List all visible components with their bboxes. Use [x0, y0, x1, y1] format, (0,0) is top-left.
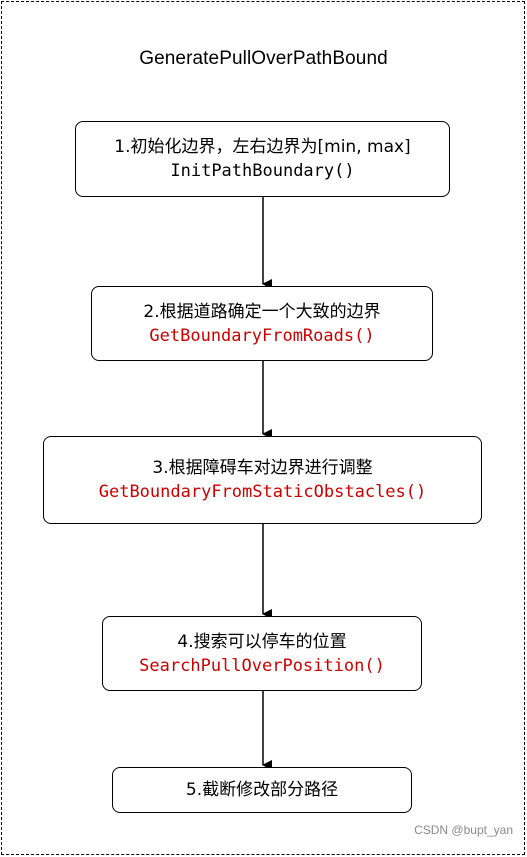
step-3-function: GetBoundaryFromStaticObstacles() [98, 482, 427, 502]
step-1-label: 1.初始化边界，左右边界为[min, max] [114, 137, 411, 157]
watermark: CSDN @bupt_yan [414, 823, 513, 837]
step-1-function: InitPathBoundary() [170, 161, 355, 181]
diagram-title: GeneratePullOverPathBound [139, 48, 388, 69]
step-4-label: 4.搜索可以停车的位置 [177, 631, 347, 652]
step-3-label: 3.根据障碍车对边界进行调整 [152, 458, 373, 478]
step-2-boundary-from-roads: 2.根据道路确定一个大致的边界 GetBoundaryFromRoads() [91, 286, 433, 361]
step-3-boundary-from-obstacles: 3.根据障碍车对边界进行调整 GetBoundaryFromStaticObst… [43, 436, 482, 524]
step-2-function: GetBoundaryFromRoads() [149, 325, 375, 346]
step-4-search-pullover: 4.搜索可以停车的位置 SearchPullOverPosition() [102, 616, 422, 691]
step-2-label: 2.根据道路确定一个大致的边界 [143, 301, 381, 322]
step-5-truncate-path: 5.截断修改部分路径 [112, 767, 412, 813]
step-4-function: SearchPullOverPosition() [139, 655, 385, 676]
step-5-label: 5.截断修改部分路径 [185, 780, 339, 800]
step-1-init-boundary: 1.初始化边界，左右边界为[min, max] InitPathBoundary… [75, 121, 450, 197]
